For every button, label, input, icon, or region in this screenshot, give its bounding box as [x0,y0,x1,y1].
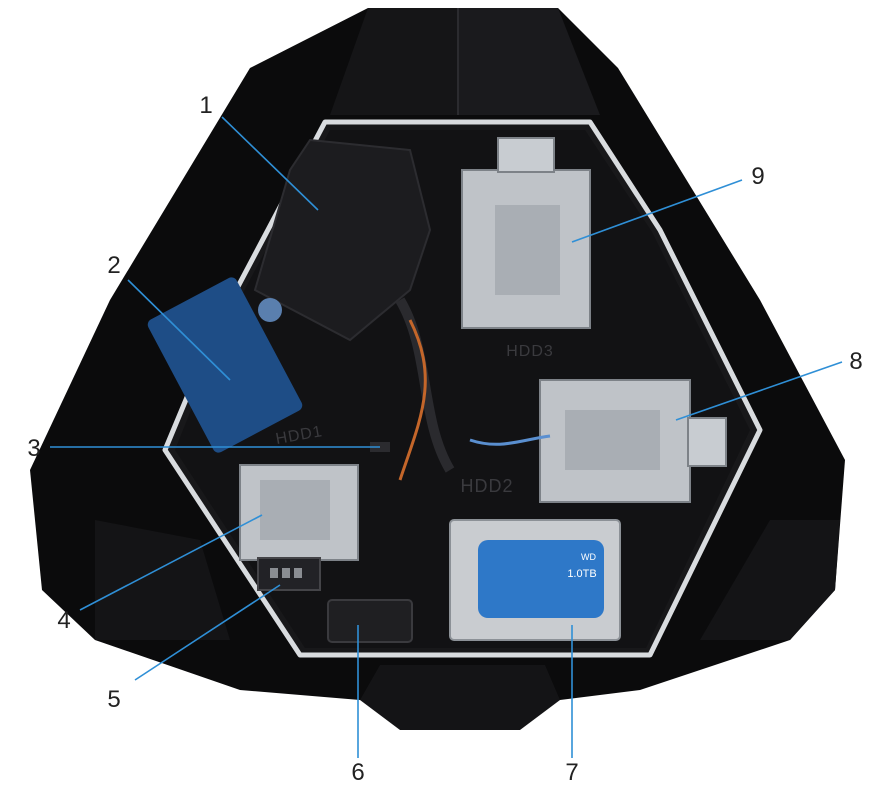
cable-blue [469,434,551,446]
hdd2-panel-label: HDD2 [460,476,513,496]
hdd2-bracket-window [565,410,660,470]
callout-number-2: 2 [107,252,120,279]
callout-number-8: 8 [849,348,862,375]
hdd2-bracket-tab [687,417,727,467]
hdd3-panel-label: HDD3 [506,343,554,360]
power-connector-pin-2 [282,568,290,578]
callout-number-5: 5 [107,686,120,713]
leader-line-8 [675,361,843,421]
callout-number-6: 6 [351,759,364,786]
callout-number-4: 4 [57,607,70,634]
bottom-foot [360,665,560,730]
leader-line-5 [134,584,281,681]
power-board [327,599,413,643]
callout-number-1: 1 [199,92,212,119]
hard-drive-label [478,540,604,618]
top-vent-left [330,8,458,115]
hard-drive-brand: WD [581,552,596,562]
power-connector-pin-3 [294,568,302,578]
optical-drive [253,138,432,342]
leader-line-9 [571,179,743,243]
leader-line-4 [79,514,263,611]
io-board [147,277,303,453]
callout-number-7: 7 [565,759,578,786]
leader-line-1 [221,116,319,211]
callout-number-9: 9 [751,163,764,190]
side-wedge-right [700,520,840,640]
leader-line-2 [127,279,231,381]
top-vent-right [458,8,600,115]
hdd3-bracket-tab [497,137,555,173]
hdd3-bracket-window [495,205,560,295]
io-board-connector [258,298,282,322]
power-connector-pin-1 [270,568,278,578]
callout-number-3: 3 [27,435,40,462]
hdd1-bracket-window [260,480,330,540]
hard-drive-capacity: 1.0TB [567,568,596,580]
cable-orange [398,319,427,481]
